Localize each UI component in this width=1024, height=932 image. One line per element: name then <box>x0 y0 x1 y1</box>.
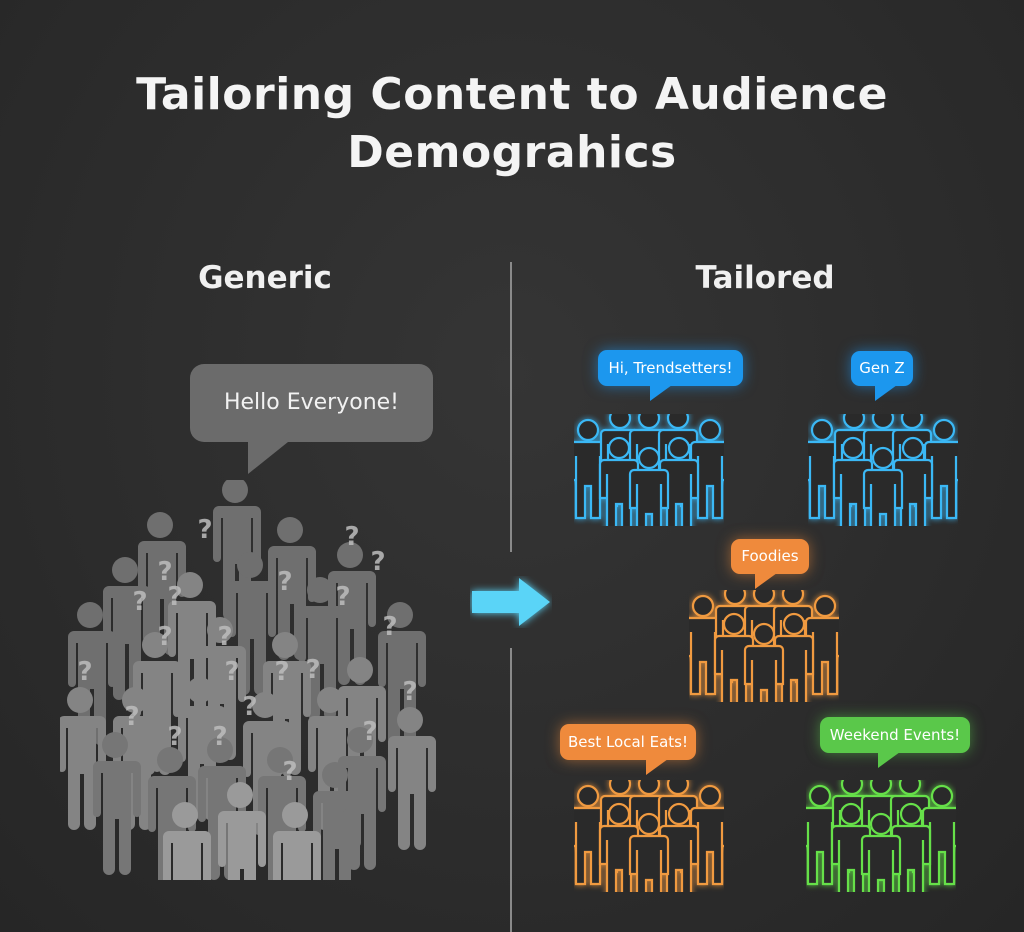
tailored-bubble-best-local-eats: Best Local Eats! <box>560 724 696 775</box>
bubble-text: Gen Z <box>859 359 905 377</box>
generic-bubble-text: Hello Everyone! <box>223 390 400 415</box>
people-group-icon <box>574 780 724 892</box>
bubble-text: Hi, Trendsetters! <box>608 358 733 377</box>
svg-text:?: ? <box>157 557 172 587</box>
speech-bubble-tail <box>650 385 672 401</box>
right-arrow-icon <box>472 578 550 626</box>
svg-text:?: ? <box>132 587 147 617</box>
confused-crowd-icon: ? ? ? ? ? ? ? ? ? ? ? ? ? ? ? ? ? ? ? ? … <box>60 480 436 880</box>
generic-speech-bubble: Hello Everyone! <box>190 364 433 474</box>
svg-text:?: ? <box>217 622 232 652</box>
speech-bubble-tail <box>878 752 900 768</box>
svg-text:?: ? <box>224 657 239 687</box>
speech-bubble-tail <box>646 759 668 775</box>
svg-text:?: ? <box>167 582 182 612</box>
tailored-bubble-trendsetters: Hi, Trendsetters! <box>598 350 743 401</box>
tailored-bubble-weekend-events: Weekend Events! <box>820 717 970 768</box>
svg-text:?: ? <box>157 622 172 652</box>
svg-text:?: ? <box>362 717 377 747</box>
svg-text:?: ? <box>274 657 289 687</box>
svg-text:?: ? <box>402 677 417 707</box>
svg-text:?: ? <box>335 582 350 612</box>
svg-text:?: ? <box>212 722 227 752</box>
people-group-icon <box>689 590 839 702</box>
page-title: Tailoring Content to Audience Demograhic… <box>0 66 1024 182</box>
svg-text:?: ? <box>370 547 385 577</box>
people-group-icon <box>806 780 956 892</box>
people-group-icon <box>574 414 724 526</box>
bubble-text: Foodies <box>741 547 799 565</box>
svg-text:?: ? <box>124 702 139 732</box>
people-group-icon <box>808 414 958 526</box>
svg-text:?: ? <box>242 692 257 722</box>
svg-text:?: ? <box>382 612 397 642</box>
svg-text:?: ? <box>197 515 212 545</box>
svg-text:?: ? <box>305 655 320 685</box>
speech-bubble-tail <box>755 573 777 589</box>
bubble-text: Weekend Events! <box>829 725 961 744</box>
tailored-heading: Tailored <box>695 260 835 296</box>
speech-bubble-tail <box>875 385 897 401</box>
svg-text:?: ? <box>282 757 297 787</box>
generic-heading: Generic <box>198 260 332 296</box>
svg-text:?: ? <box>344 522 359 552</box>
section-divider-bottom <box>510 648 512 932</box>
tailored-bubble-gen-z: Gen Z <box>851 351 913 401</box>
tailored-bubble-foodies: Foodies <box>731 539 809 589</box>
svg-text:?: ? <box>77 657 92 687</box>
speech-bubble-tail <box>248 442 288 474</box>
svg-text:?: ? <box>167 722 182 752</box>
title-line-1: Tailoring Content to Audience <box>136 69 888 120</box>
bubble-text: Best Local Eats! <box>567 732 688 751</box>
section-divider-top <box>510 262 512 552</box>
svg-text:?: ? <box>277 567 292 597</box>
title-line-2: Demograhics <box>347 127 677 178</box>
